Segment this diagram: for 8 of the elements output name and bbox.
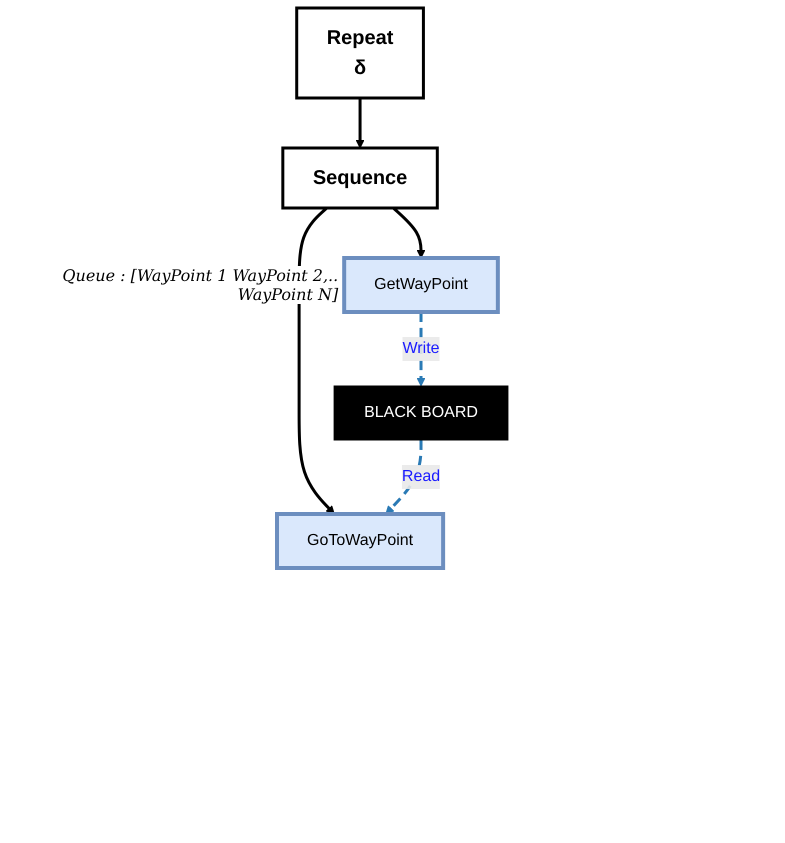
edge-label: Read <box>402 468 440 485</box>
node-box: Sequence <box>281 146 439 210</box>
node-box: GetWayPoint <box>342 256 500 314</box>
arrow <box>356 98 364 148</box>
node-box: Repeat δ <box>295 6 425 100</box>
node-box: GoToWayPoint <box>275 512 446 570</box>
node-box: BLACK BOARD <box>334 386 508 440</box>
edge-label: Write <box>402 340 440 357</box>
